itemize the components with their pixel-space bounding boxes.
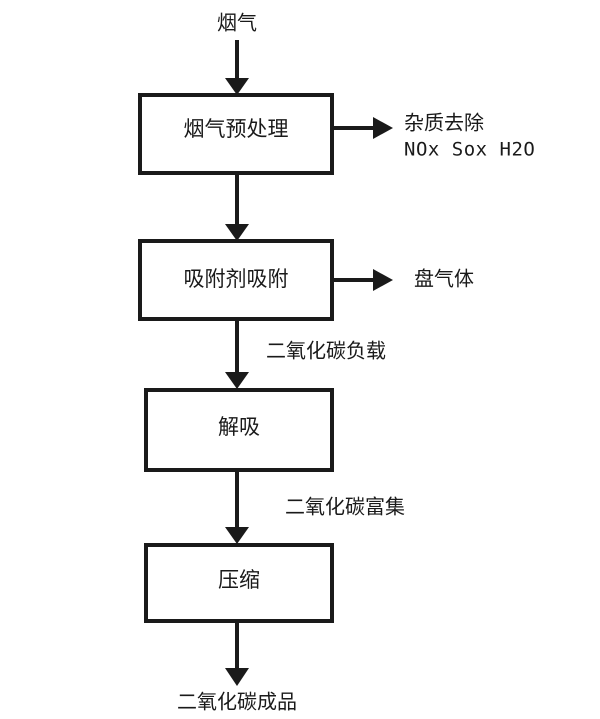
side-output-impurity-removal-label: 杂质去除 bbox=[404, 111, 484, 135]
process-box-adsorption[interactable]: 吸附剂吸附 bbox=[138, 239, 334, 321]
process-box-compression[interactable]: 压缩 bbox=[144, 543, 334, 623]
arrow-pretreatment-to-impurity-removal bbox=[332, 117, 393, 139]
outlet-label: 二氧化碳成品 bbox=[177, 690, 297, 714]
arrow-adsorption-to-desorption bbox=[225, 319, 249, 389]
side-output-lean-gas-label: 盘气体 bbox=[414, 267, 474, 291]
arrow-pretreatment-to-adsorption bbox=[225, 173, 249, 241]
arrow-compression-to-outlet bbox=[225, 621, 249, 686]
arrow-adsorption-to-lean-gas bbox=[332, 269, 393, 291]
process-box-compression-label: 压缩 bbox=[218, 568, 260, 592]
inlet-label: 烟气 bbox=[217, 11, 257, 35]
process-box-pretreatment-label: 烟气预处理 bbox=[184, 117, 289, 141]
side-output-impurity-removal-species: NOx Sox H2O bbox=[404, 139, 535, 161]
process-box-desorption-label: 解吸 bbox=[218, 415, 260, 439]
process-box-adsorption-label: 吸附剂吸附 bbox=[184, 267, 289, 291]
edge-label-co2-loaded: 二氧化碳负载 bbox=[266, 339, 386, 363]
arrow-inlet-to-pretreatment bbox=[225, 40, 249, 95]
arrow-desorption-to-compression bbox=[225, 470, 249, 544]
process-box-desorption[interactable]: 解吸 bbox=[144, 388, 334, 472]
process-box-pretreatment[interactable]: 烟气预处理 bbox=[138, 93, 334, 175]
edge-label-co2-enriched: 二氧化碳富集 bbox=[285, 495, 405, 519]
